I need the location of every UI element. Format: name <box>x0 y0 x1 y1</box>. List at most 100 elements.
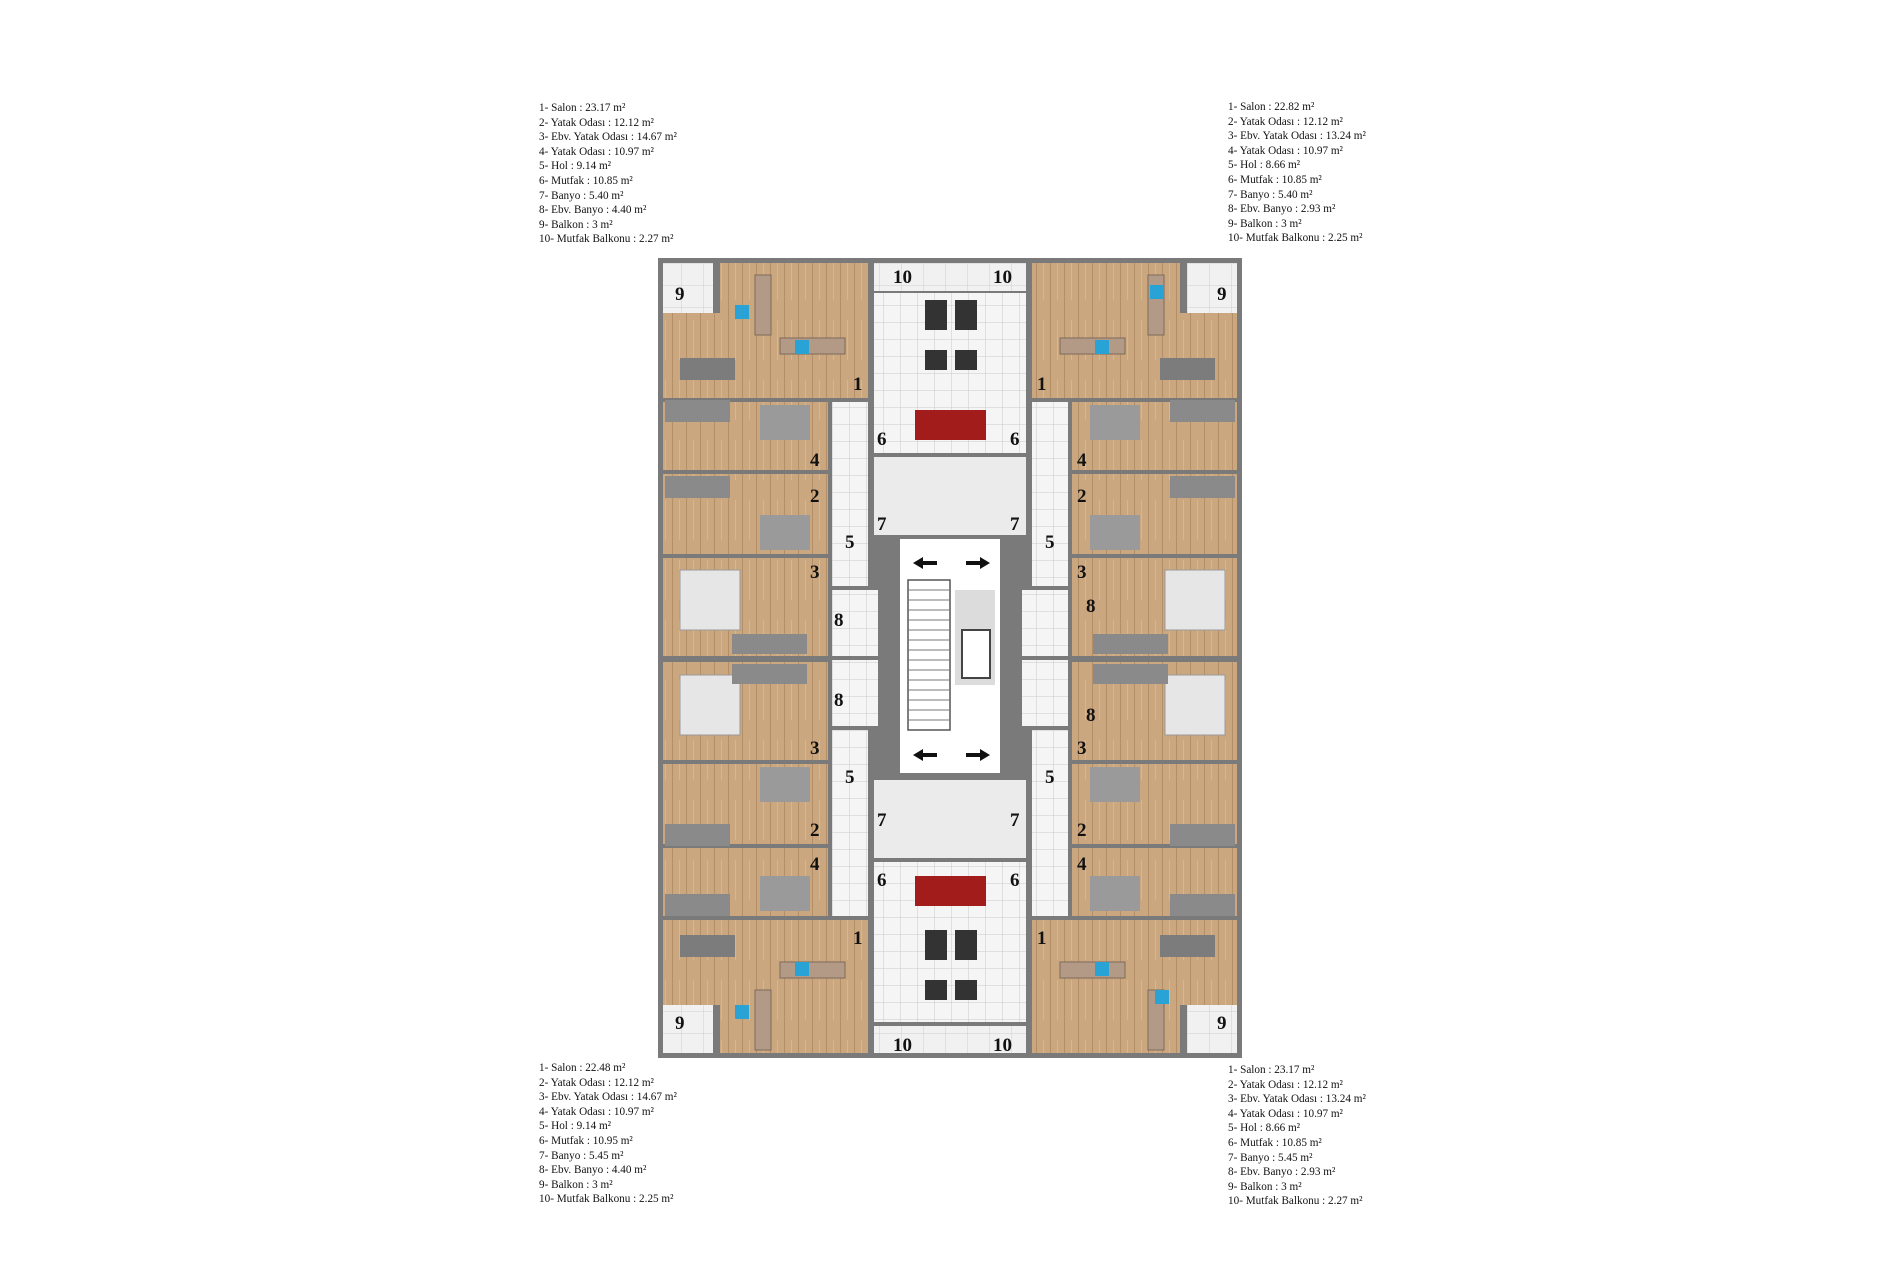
balcony-floor <box>663 263 713 313</box>
sofa <box>779 337 846 355</box>
legend-item: 6- Mutfak : 10.85 m² <box>1228 1136 1322 1149</box>
room-label: 7 <box>1010 810 1020 831</box>
legend-item: 8- Ebv. Banyo : 2.93 m² <box>1228 1166 1336 1179</box>
bed <box>1090 876 1140 911</box>
legend-item: 3- Ebv. Yatak Odası : 13.24 m² <box>1228 130 1366 143</box>
room-label: 8 <box>834 610 844 631</box>
armchair <box>1095 962 1109 976</box>
room-label: 6 <box>1010 429 1020 450</box>
room-label: 10 <box>993 267 1012 288</box>
room-label: 1 <box>853 374 863 395</box>
room-label: 8 <box>1086 596 1096 617</box>
legend-item: 10- Mutfak Balkonu : 2.25 m² <box>1228 232 1363 245</box>
balcony-floor <box>1187 263 1237 313</box>
legend-bottom-right: 1- Salon : 23.17 m² 2- Yatak Odası : 12.… <box>1228 1063 1366 1209</box>
legend-item: 4- Yatak Odası : 10.97 m² <box>539 1105 654 1118</box>
legend-item: 9- Balkon : 3 m² <box>539 218 613 231</box>
wardrobe <box>1093 664 1168 684</box>
legend-item: 7- Banyo : 5.40 m² <box>1228 188 1313 201</box>
kitchen-counter <box>950 876 986 906</box>
sofa <box>779 961 846 979</box>
master-bath-floor <box>1022 590 1068 656</box>
wardrobe <box>1093 634 1168 654</box>
armchair <box>1155 990 1169 1004</box>
legend-item: 4- Yatak Odası : 10.97 m² <box>539 145 654 158</box>
legend-item: 7- Banyo : 5.45 m² <box>1228 1151 1313 1164</box>
armchair <box>795 962 809 976</box>
furniture-beds <box>679 405 1226 911</box>
room-label: 9 <box>1217 284 1227 305</box>
wardrobe <box>665 400 730 422</box>
sofa <box>1059 961 1126 979</box>
room-label: 4 <box>810 854 820 875</box>
kitchen-balcony-floor <box>874 1026 953 1053</box>
room-label: 9 <box>675 284 685 305</box>
sofa <box>1147 274 1165 336</box>
legend-item: 9- Balkon : 3 m² <box>1228 217 1302 230</box>
room-label: 1 <box>1037 928 1047 949</box>
room-label: 10 <box>893 267 912 288</box>
room-label: 3 <box>810 738 820 759</box>
armchair <box>735 1005 749 1019</box>
kitchen-counters <box>915 300 986 1000</box>
sink <box>955 350 977 370</box>
room-label: 10 <box>893 1035 912 1056</box>
bathroom-floor <box>947 457 1026 535</box>
sink <box>955 980 977 1000</box>
legend-item: 5- Hol : 8.66 m² <box>1228 159 1301 172</box>
legend-item: 1- Salon : 23.17 m² <box>539 102 626 114</box>
room-label: 2 <box>1077 820 1087 841</box>
room-label: 7 <box>877 514 887 535</box>
double-bed <box>1164 569 1226 631</box>
legend-top-right: 1- Salon : 22.82 m² 2- Yatak Odası : 12.… <box>1228 100 1366 246</box>
bed <box>760 515 810 550</box>
room-label: 3 <box>1077 738 1087 759</box>
kitchen-balcony-floor <box>947 263 1026 291</box>
wardrobes <box>665 400 1235 916</box>
sink <box>925 350 947 370</box>
legend-item: 10- Mutfak Balkonu : 2.27 m² <box>539 233 674 246</box>
bed <box>1090 515 1140 550</box>
bed <box>1090 767 1140 802</box>
armchair <box>1150 285 1164 299</box>
legend-item: 9- Balkon : 3 m² <box>1228 1180 1302 1193</box>
bed <box>760 767 810 802</box>
wardrobe <box>1170 476 1235 498</box>
room-label: 6 <box>877 429 887 450</box>
room-label: 5 <box>1045 767 1055 788</box>
kitchen-counter <box>915 410 951 440</box>
legend-item: 8- Ebv. Banyo : 4.40 m² <box>539 204 647 217</box>
room-label: 6 <box>1010 870 1020 891</box>
room-label: 8 <box>834 690 844 711</box>
kitchen-balcony-floor <box>874 263 953 291</box>
room-label: 5 <box>845 767 855 788</box>
legend-item: 2- Yatak Odası : 12.12 m² <box>1228 1078 1343 1091</box>
bathroom-floor <box>947 780 1026 858</box>
accent-chairs <box>735 285 1169 1019</box>
wardrobe <box>732 664 807 684</box>
hall-floor <box>832 730 868 916</box>
kitchen-balcony-floor <box>947 1026 1026 1053</box>
legend-item: 4- Yatak Odası : 10.97 m² <box>1228 1107 1343 1120</box>
arrow-icon <box>913 557 990 761</box>
bed <box>760 405 810 440</box>
sink <box>925 980 947 1000</box>
kitchen-counter <box>915 876 951 906</box>
room-label: 9 <box>675 1013 685 1034</box>
kitchen-counter <box>950 410 986 440</box>
wardrobe <box>665 824 730 846</box>
sofa <box>754 989 772 1051</box>
room-label: 7 <box>1010 514 1020 535</box>
sofa <box>1059 337 1126 355</box>
bathroom-floor <box>874 780 953 858</box>
room-label: 2 <box>1077 486 1087 507</box>
bed <box>1090 405 1140 440</box>
room-label: 3 <box>810 562 820 583</box>
legend-item: 5- Hol : 8.66 m² <box>1228 1122 1301 1135</box>
room-label: 2 <box>810 486 820 507</box>
legend-item: 9- Balkon : 3 m² <box>539 1178 613 1191</box>
armchair <box>735 305 749 319</box>
legend-item: 3- Ebv. Yatak Odası : 14.67 m² <box>539 131 677 144</box>
room-label: 7 <box>877 810 887 831</box>
legend-item: 5- Hol : 9.14 m² <box>539 1120 612 1133</box>
